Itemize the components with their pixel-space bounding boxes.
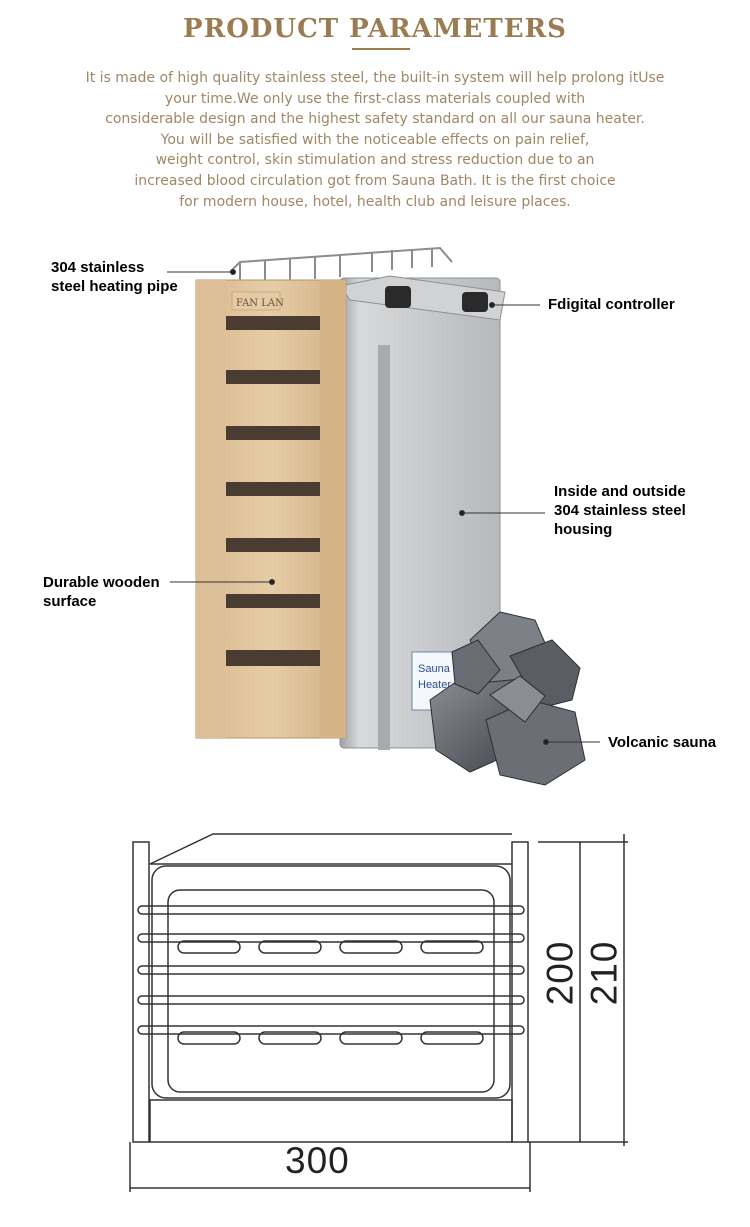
plate-line1: Sauna [418, 663, 451, 675]
plate-line2: Heater [418, 679, 451, 691]
wooden-slats [226, 316, 320, 666]
callout-housing: Inside and outside 304 stainless steel h… [554, 483, 686, 538]
intro-line: increased blood circulation got from Sau… [134, 172, 616, 189]
dim-outer-height-label: 210 [583, 940, 625, 1006]
controller-knob [385, 286, 411, 308]
intro-line: considerable design and the highest safe… [105, 111, 645, 128]
intro-line: You will be satisfied with the noticeabl… [160, 131, 590, 148]
brand-mark: FAN LAN [236, 298, 284, 309]
title-underline [352, 48, 410, 50]
volcanic-rocks [429, 611, 586, 786]
callout-heating-pipe: 304 stainless steel heating pipe [51, 259, 178, 295]
page-title: PRODUCT PARAMETERS [183, 14, 567, 44]
callout-volcanic: Volcanic sauna [608, 734, 717, 751]
intro-line: for modern house, hotel, health club and… [179, 193, 571, 210]
intro-line: weight control, skin stimulation and str… [155, 152, 595, 169]
dim-inner-height-label: 200 [539, 940, 581, 1006]
intro-line: It is made of high quality stainless ste… [85, 70, 665, 86]
sauna-heater-illustration: Sauna Heater FAN LAN [167, 246, 600, 786]
callout-wooden-surface: Durable wooden surface [43, 574, 160, 610]
dim-width-label: 300 [285, 1140, 350, 1181]
intro-line: your time.We only use the first-class ma… [164, 90, 586, 107]
heating-pipe-rack [229, 246, 453, 285]
controller-knob [462, 292, 488, 312]
intro-text: It is made of high quality stainless ste… [40, 68, 710, 212]
callout-controller: Fdigital controller [548, 296, 675, 313]
